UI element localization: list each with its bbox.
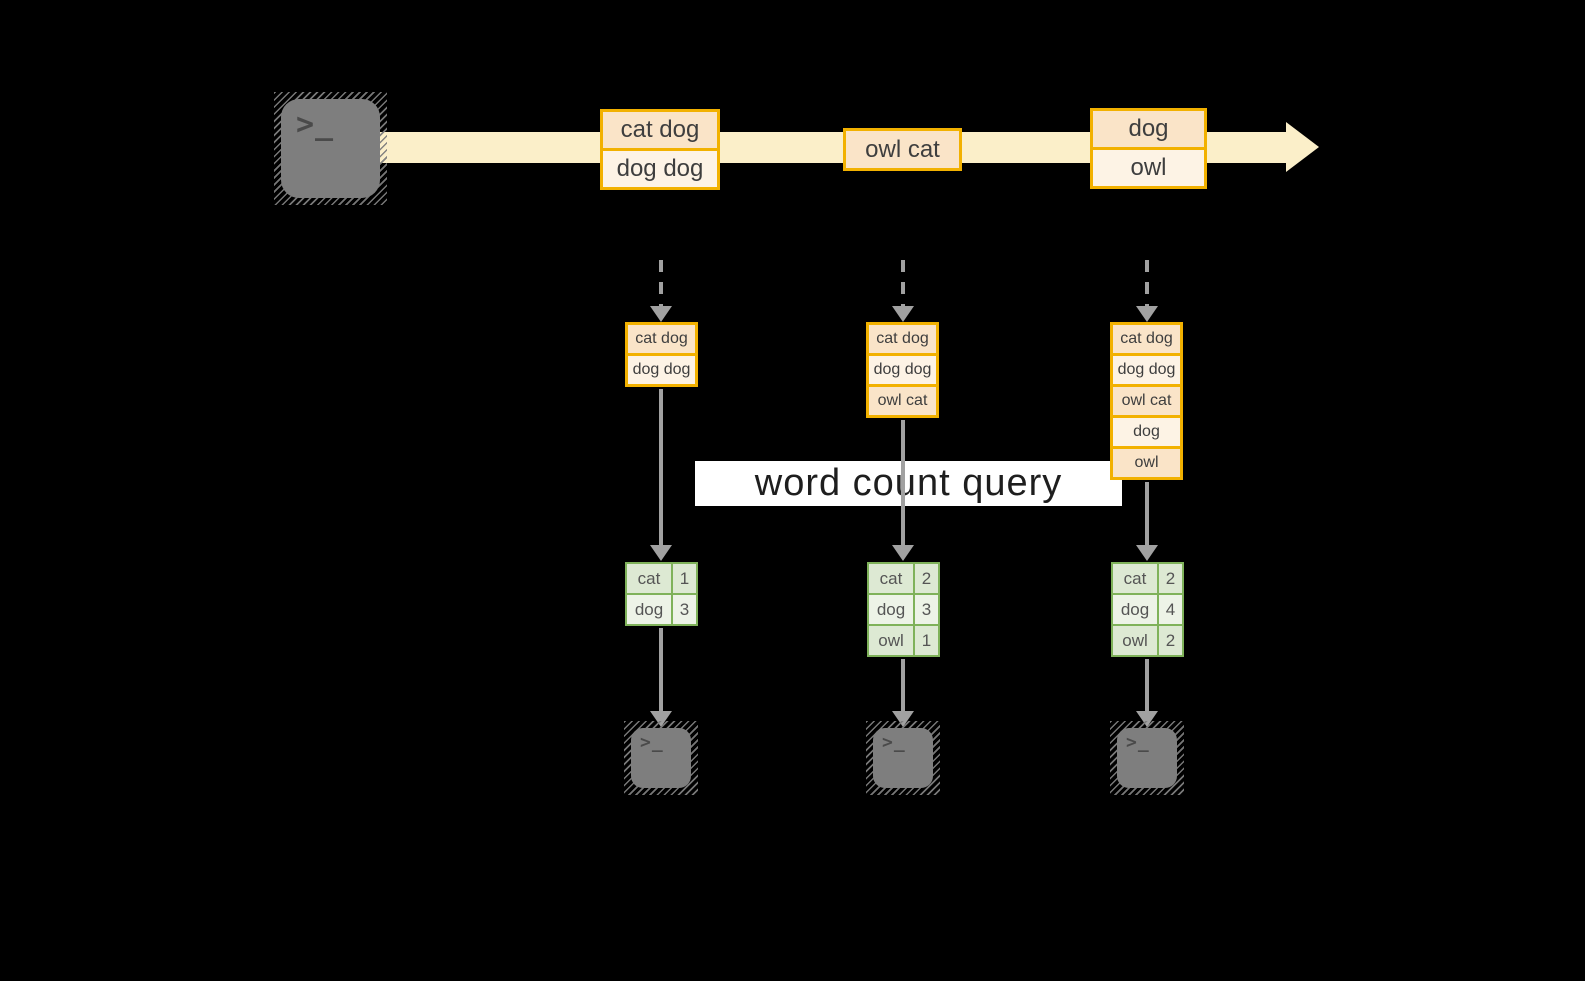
record-row: dog dog	[869, 356, 936, 384]
count-word: cat	[627, 564, 671, 593]
terminal-prompt-glyph: >_	[640, 732, 664, 753]
dashed-arrow-line	[659, 260, 663, 306]
dashed-arrow-head-icon	[650, 306, 672, 322]
record-row: cat dog	[628, 325, 695, 353]
record-row: owl	[1113, 449, 1180, 477]
count-word: dog	[869, 595, 913, 624]
stream-record: owl cat	[846, 131, 959, 168]
arrow-head-icon	[650, 545, 672, 561]
count-table-3: cat 2 dog 4 owl 2	[1111, 562, 1184, 657]
record-stack-2: cat dog dog dog owl cat	[866, 322, 939, 418]
arrow-line	[659, 389, 663, 545]
count-value: 1	[915, 626, 938, 655]
terminal-prompt-glyph: >_	[882, 732, 906, 753]
query-banner-label: word count query	[754, 462, 1063, 504]
terminal-prompt-glyph: >_	[1126, 732, 1150, 753]
stream-batch-3: dog owl	[1090, 108, 1207, 189]
record-row: dog dog	[1113, 356, 1180, 384]
record-stack-3: cat dog dog dog owl cat dog owl	[1110, 322, 1183, 480]
record-row: dog dog	[628, 356, 695, 384]
count-word: owl	[1113, 626, 1157, 655]
arrow-head-icon	[1136, 545, 1158, 561]
sink-terminal-icon: >_	[1110, 721, 1184, 795]
record-row: owl cat	[869, 387, 936, 415]
count-value: 3	[915, 595, 938, 624]
record-row: owl cat	[1113, 387, 1180, 415]
terminal-body: >_	[281, 99, 380, 198]
count-value: 1	[673, 564, 696, 593]
count-table-2: cat 2 dog 3 owl 1	[867, 562, 940, 657]
terminal-body: >_	[1117, 728, 1177, 788]
count-value: 3	[673, 595, 696, 624]
terminal-body: >_	[631, 728, 691, 788]
count-value: 2	[915, 564, 938, 593]
stream-record: cat dog	[603, 112, 717, 148]
record-row: cat dog	[1113, 325, 1180, 353]
terminal-body: >_	[873, 728, 933, 788]
arrow-line	[1145, 659, 1149, 711]
stream-batch-2: owl cat	[843, 128, 962, 171]
dashed-arrow-head-icon	[1136, 306, 1158, 322]
query-banner: word count query	[695, 461, 1122, 506]
record-stack-1: cat dog dog dog	[625, 322, 698, 387]
record-row: cat dog	[869, 325, 936, 353]
arrow-line	[659, 628, 663, 711]
count-value: 2	[1159, 564, 1182, 593]
record-row: dog	[1113, 418, 1180, 446]
count-word: cat	[1113, 564, 1157, 593]
arrow-line	[901, 420, 905, 545]
stream-record: dog	[1093, 111, 1204, 147]
count-value: 4	[1159, 595, 1182, 624]
sink-terminal-icon: >_	[624, 721, 698, 795]
count-value: 2	[1159, 626, 1182, 655]
count-word: dog	[1113, 595, 1157, 624]
stream-arrowhead-icon	[1286, 122, 1319, 172]
arrow-head-icon	[892, 545, 914, 561]
dashed-arrow-head-icon	[892, 306, 914, 322]
count-word: cat	[869, 564, 913, 593]
stream-batch-1: cat dog dog dog	[600, 109, 720, 190]
arrow-line	[901, 659, 905, 711]
count-word: dog	[627, 595, 671, 624]
count-table-1: cat 1 dog 3	[625, 562, 698, 626]
terminal-prompt-glyph: >_	[296, 107, 335, 142]
sink-terminal-icon: >_	[866, 721, 940, 795]
arrow-line	[1145, 482, 1149, 545]
stream-record: dog dog	[603, 151, 717, 187]
source-terminal-icon: >_	[274, 92, 387, 205]
dashed-arrow-line	[1145, 260, 1149, 306]
dashed-arrow-line	[901, 260, 905, 306]
stream-record: owl	[1093, 150, 1204, 186]
count-word: owl	[869, 626, 913, 655]
